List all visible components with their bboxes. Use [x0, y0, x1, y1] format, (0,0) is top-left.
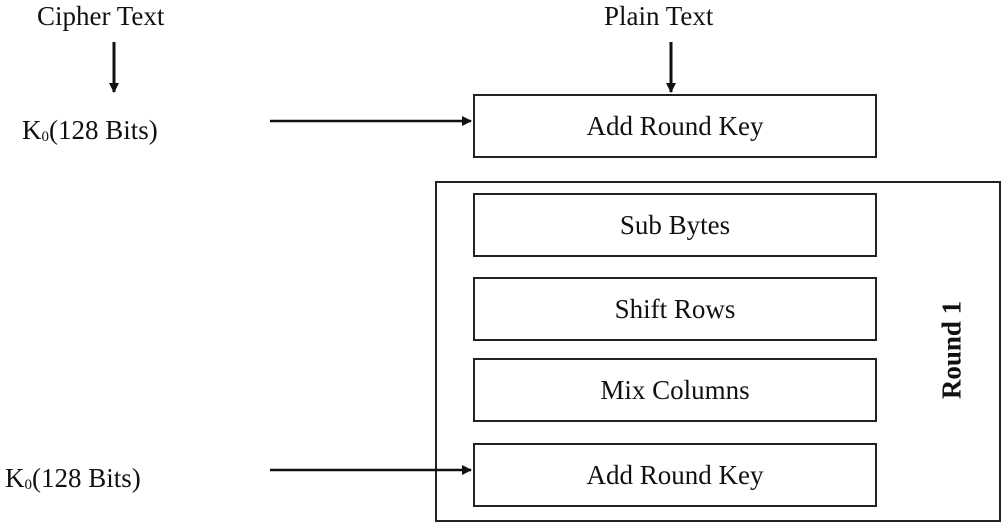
key-label-bottom: K0(128 Bits): [5, 462, 141, 501]
key-label-top: K0(128 Bits): [22, 114, 158, 153]
key-bottom-base: K: [5, 463, 25, 493]
add-round-key-round-box: Add Round Key: [473, 443, 877, 507]
key-top-bits: (128 Bits): [49, 115, 158, 145]
mix-columns-box: Mix Columns: [473, 358, 877, 422]
cipher-text-label: Cipher Text: [37, 1, 165, 31]
sub-bytes-box: Sub Bytes: [473, 193, 877, 257]
key-top-subscript: 0: [41, 129, 50, 145]
plain-text-label: Plain Text: [604, 1, 714, 31]
key-bottom-subscript: 0: [24, 477, 33, 493]
key-bottom-bits: (128 Bits): [32, 463, 141, 493]
shift-rows-box: Shift Rows: [473, 277, 877, 341]
key-top-base: K: [22, 115, 42, 145]
add-round-key-initial-box: Add Round Key: [473, 94, 877, 158]
round-frame: [435, 181, 1001, 522]
